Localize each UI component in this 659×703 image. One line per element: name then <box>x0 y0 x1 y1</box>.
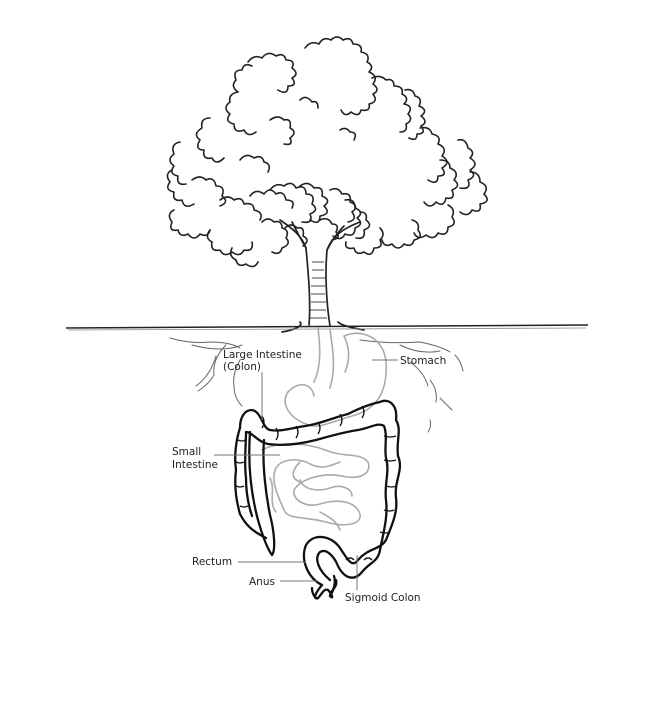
colon-outer <box>234 399 402 587</box>
tree-trunk <box>279 219 365 333</box>
tree-canopy <box>166 36 488 268</box>
esophagus-inner <box>329 329 335 389</box>
duodenum <box>287 384 315 397</box>
tree-roots <box>169 337 464 433</box>
label-anus: Anus <box>249 576 275 588</box>
rectum-anus <box>313 574 336 600</box>
small-intestine-loops <box>261 443 370 526</box>
label-intestine: Intestine <box>172 459 218 471</box>
colon-segment-folds <box>235 405 397 561</box>
colon-inner <box>243 423 389 582</box>
label-colon: (Colon) <box>223 361 261 373</box>
large-intestine <box>234 399 402 600</box>
label-large-intestine: Large Intestine <box>223 349 302 361</box>
appendix <box>248 430 276 557</box>
ground-line <box>65 324 589 331</box>
leader-lines <box>214 359 398 590</box>
trunk-bark-texture <box>310 261 327 319</box>
esophagus <box>313 327 321 383</box>
label-small: Small <box>172 446 202 458</box>
gray-organs <box>261 327 387 531</box>
label-stomach: Stomach <box>400 355 447 367</box>
label-rectum: Rectum <box>192 556 233 568</box>
stomach-outline <box>284 332 387 427</box>
label-sigmoid-colon: Sigmoid Colon <box>345 592 421 604</box>
